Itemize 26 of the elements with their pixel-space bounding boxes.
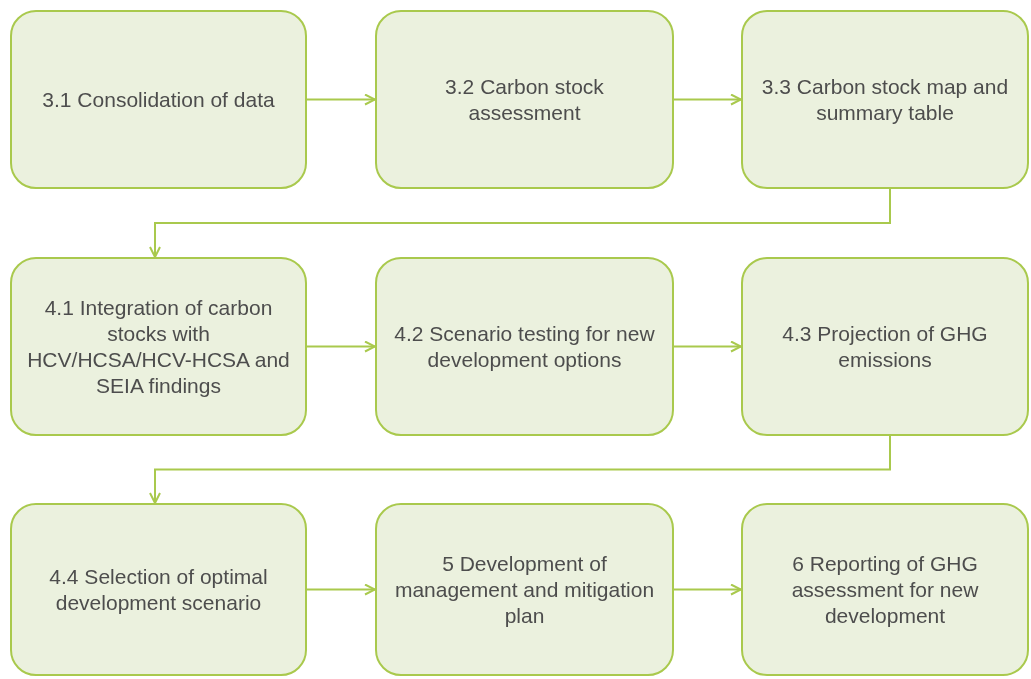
process-box xyxy=(10,503,307,676)
process-box xyxy=(375,503,674,676)
arrow xyxy=(149,188,891,258)
process-box xyxy=(375,10,674,189)
process-box xyxy=(375,257,674,436)
arrow xyxy=(306,93,376,106)
arrow xyxy=(306,340,376,353)
arrow xyxy=(673,340,742,353)
step-label: 3.1 Consolidation of data xyxy=(42,86,275,113)
arrow xyxy=(673,93,742,106)
step-label: 5 Development of management and mitigation plan xyxy=(393,550,656,629)
process-box xyxy=(741,10,1029,189)
process-box xyxy=(10,10,307,189)
arrow xyxy=(149,435,891,504)
process-box xyxy=(10,257,307,436)
step-label: 6 Reporting of GHG assessment for new development xyxy=(790,550,980,629)
step-label: 4.1 Integration of carbon stocks with HCV/HCSA/HCV-HCSA and SEIA findings xyxy=(26,294,291,399)
arrow xyxy=(306,583,376,596)
step-label: 3.2 Carbon stock assessment xyxy=(444,73,605,126)
arrow xyxy=(673,583,742,596)
step-label: 4.4 Selection of optimal development scenario xyxy=(48,563,269,616)
process-box xyxy=(741,257,1029,436)
step-label: 3.3 Carbon stock map and summary table xyxy=(760,73,1010,126)
step-label: 4.2 Scenario testing for new development options xyxy=(393,320,656,373)
step-label: 4.3 Projection of GHG emissions xyxy=(781,320,989,373)
process-box xyxy=(741,503,1029,676)
